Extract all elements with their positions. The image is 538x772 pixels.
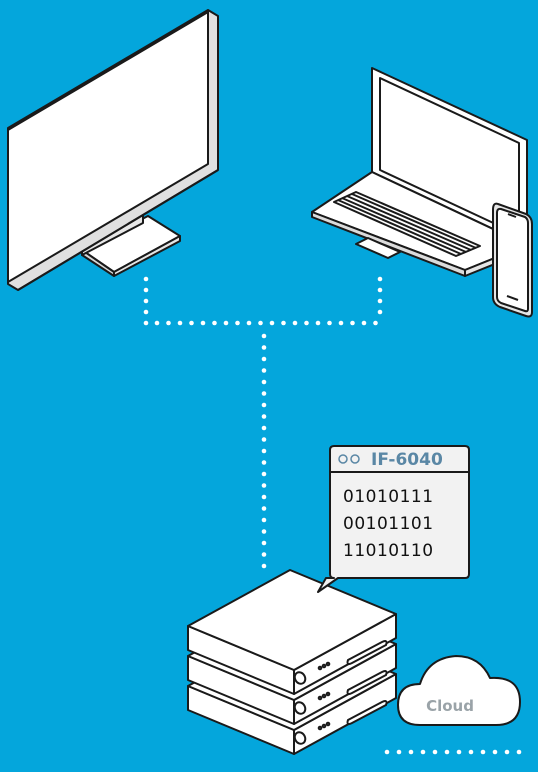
connection-dot	[378, 277, 383, 282]
connection-dot	[409, 750, 414, 755]
connection-dot	[262, 437, 267, 442]
binary-line: 11010110	[343, 541, 434, 561]
connection-dot	[155, 321, 160, 326]
connection-dot	[262, 380, 267, 385]
connection-dot	[201, 321, 206, 326]
connection-dot	[247, 321, 252, 326]
connection-dot	[421, 750, 426, 755]
packet-bubble: IF-6040 01010111 00101101 11010110	[318, 446, 469, 592]
connection-dot	[262, 426, 267, 431]
connection-dot	[262, 529, 267, 534]
connection-dot	[373, 321, 378, 326]
cloud-icon: Cloud	[398, 656, 520, 725]
connection-dot	[262, 391, 267, 396]
connection-dot	[166, 321, 171, 326]
connection-dot	[270, 321, 275, 326]
connection-dot	[262, 564, 267, 569]
connection-dot	[378, 299, 383, 304]
connection-dot	[262, 506, 267, 511]
connection-dot	[378, 288, 383, 293]
bubble-title: IF-6040	[371, 450, 443, 470]
connection-dot	[178, 321, 183, 326]
connection-dot	[281, 321, 286, 326]
connection-dot	[445, 750, 450, 755]
connection-dot	[144, 277, 149, 282]
connection-dot	[262, 368, 267, 373]
connection-dot	[433, 750, 438, 755]
connection-dot	[262, 518, 267, 523]
cloud-label: Cloud	[426, 697, 474, 715]
connection-dot	[262, 495, 267, 500]
connection-dot	[144, 321, 149, 326]
connection-dot	[327, 321, 332, 326]
connection-dot	[362, 321, 367, 326]
connection-dot	[258, 321, 263, 326]
connection-dot	[262, 345, 267, 350]
binary-line: 01010111	[343, 487, 434, 507]
connection-dot	[262, 460, 267, 465]
connection-dot	[457, 750, 462, 755]
connection-dot	[262, 334, 267, 339]
connection-dot	[316, 321, 321, 326]
connection-dot	[212, 321, 217, 326]
connection-dot	[262, 541, 267, 546]
connection-dot	[469, 750, 474, 755]
connection-dot	[350, 321, 355, 326]
connection-dot	[505, 750, 510, 755]
connection-dot	[385, 750, 390, 755]
connection-dot	[262, 414, 267, 419]
connection-dot	[304, 321, 309, 326]
connection-dot	[262, 403, 267, 408]
desktop-monitor-icon	[8, 10, 218, 290]
connection-dot	[339, 321, 344, 326]
binary-line: 00101101	[343, 514, 434, 534]
connection-dot	[262, 552, 267, 557]
connection-dot	[235, 321, 240, 326]
connection-dot	[397, 750, 402, 755]
connection-dot	[144, 299, 149, 304]
connection-dot	[262, 449, 267, 454]
connection-dot	[481, 750, 486, 755]
server-stack-icon	[188, 570, 396, 754]
connection-dot	[224, 321, 229, 326]
connection-dot	[262, 483, 267, 488]
connection-dot	[262, 357, 267, 362]
connection-dot	[189, 321, 194, 326]
connection-dot	[144, 288, 149, 293]
connection-dot	[144, 310, 149, 315]
connection-dot	[378, 310, 383, 315]
smartphone-icon	[493, 204, 532, 317]
connection-dot	[293, 321, 298, 326]
connection-dot	[517, 750, 522, 755]
connection-dot	[493, 750, 498, 755]
connection-dot	[262, 472, 267, 477]
